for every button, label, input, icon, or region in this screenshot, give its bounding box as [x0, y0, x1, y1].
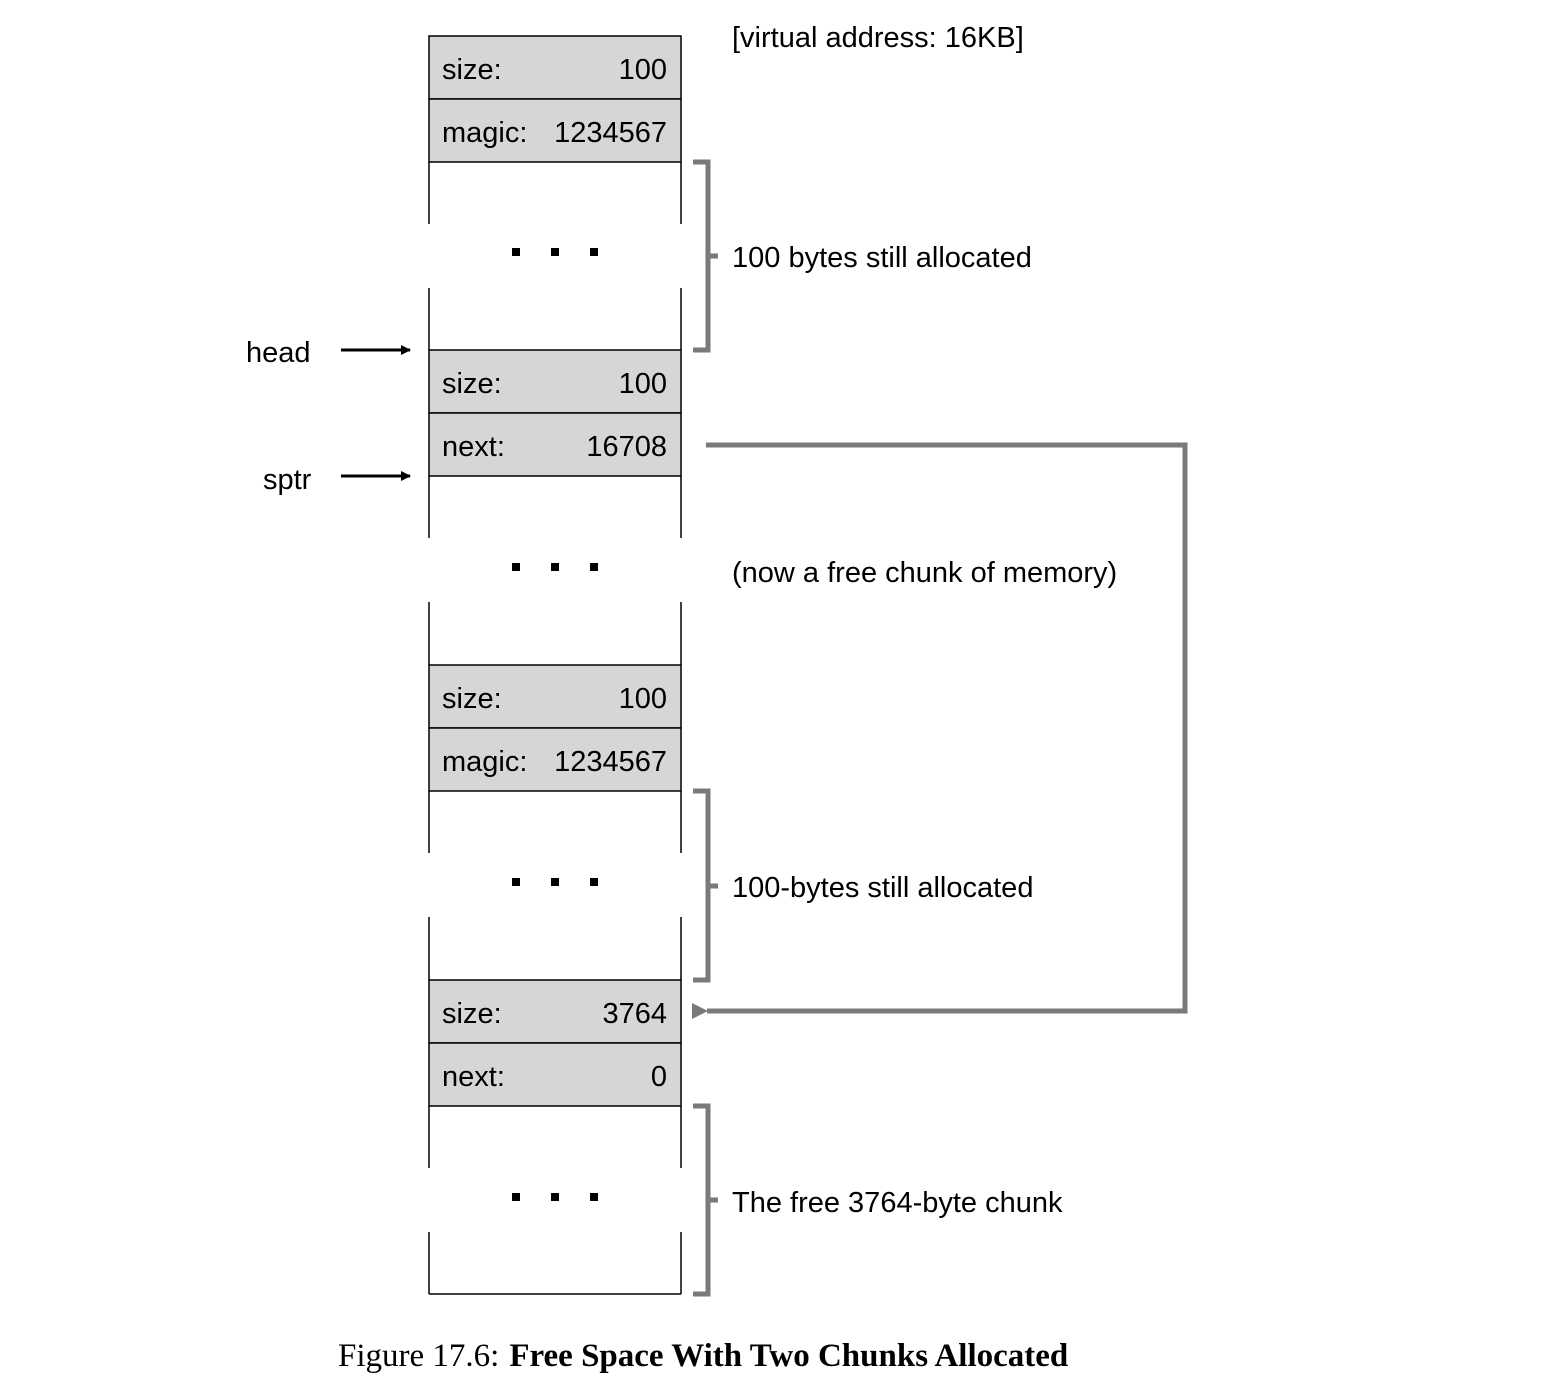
next-pointer-arrow [692, 442, 1188, 1019]
header-block-1: size: 100 magic: 1234567 [428, 35, 682, 163]
header-cell [428, 35, 682, 100]
header-cell [428, 412, 682, 477]
cell-field-value: 1234567 [554, 746, 667, 778]
free-header-block-1: size: 100 next: 16708 [428, 349, 682, 477]
header-cell [428, 979, 682, 1044]
header-block-2: size: 100 magic: 1234567 [428, 664, 682, 792]
ellipsis-dot [551, 248, 559, 256]
cell-field-name: magic: [442, 117, 527, 149]
ellipsis-dot [590, 1193, 598, 1201]
region-bracket-1 [693, 159, 718, 353]
cell-field-value: 0 [651, 1061, 667, 1093]
ellipsis-dot [512, 248, 520, 256]
free-header-block-2: size: 3764 next: 0 [428, 979, 682, 1107]
region-bracket-4 [693, 1103, 718, 1297]
ellipsis-dot [590, 878, 598, 886]
cell-field-name: size: [442, 683, 502, 715]
annotation-free-3764: The free 3764-byte chunk [732, 1187, 1063, 1219]
region-bracket-3 [693, 788, 718, 983]
figure-caption: Figure 17.6: Free Space With Two Chunks A… [338, 1338, 1068, 1374]
cell-field-value: 100 [619, 368, 667, 400]
region-body-1 [428, 162, 682, 350]
head-pointer-label: head [246, 337, 311, 369]
annotation-allocated-2: 100-bytes still allocated [732, 872, 1033, 904]
sptr-pointer-label: sptr [263, 464, 312, 496]
virtual-address-label: [virtual address: 16KB] [732, 22, 1024, 54]
cell-field-name: size: [442, 998, 502, 1030]
cell-field-name: next: [442, 1061, 505, 1093]
cell-field-value: 100 [619, 683, 667, 715]
cell-field-value: 16708 [586, 431, 667, 463]
region-body-4 [428, 1106, 682, 1295]
ellipsis-dot [551, 1193, 559, 1201]
caption-prefix: Figure 17.6: [338, 1338, 499, 1374]
header-cell [428, 664, 682, 729]
ellipsis-dot [512, 1193, 520, 1201]
cell-field-value: 100 [619, 54, 667, 86]
region-body-3 [428, 791, 682, 980]
header-cell [428, 727, 682, 792]
cell-field-name: next: [442, 431, 505, 463]
annotation-free-chunk: (now a free chunk of memory) [732, 557, 1117, 589]
ellipsis-dot [551, 563, 559, 571]
ellipsis-dot [551, 878, 559, 886]
annotation-allocated-1: 100 bytes still allocated [732, 242, 1032, 274]
ellipsis-dot [512, 878, 520, 886]
cell-field-name: size: [442, 54, 502, 86]
cell-field-name: magic: [442, 746, 527, 778]
region-body-2 [428, 476, 682, 665]
cell-field-value: 3764 [602, 998, 667, 1030]
cell-field-value: 1234567 [554, 117, 667, 149]
cell-field-name: size: [442, 368, 502, 400]
header-cell [428, 1042, 682, 1107]
caption-title: Free Space With Two Chunks Allocated [509, 1338, 1068, 1374]
ellipsis-dot [512, 563, 520, 571]
header-cell [428, 98, 682, 163]
ellipsis-dot [590, 563, 598, 571]
header-cell [428, 349, 682, 414]
ellipsis-dot [590, 248, 598, 256]
